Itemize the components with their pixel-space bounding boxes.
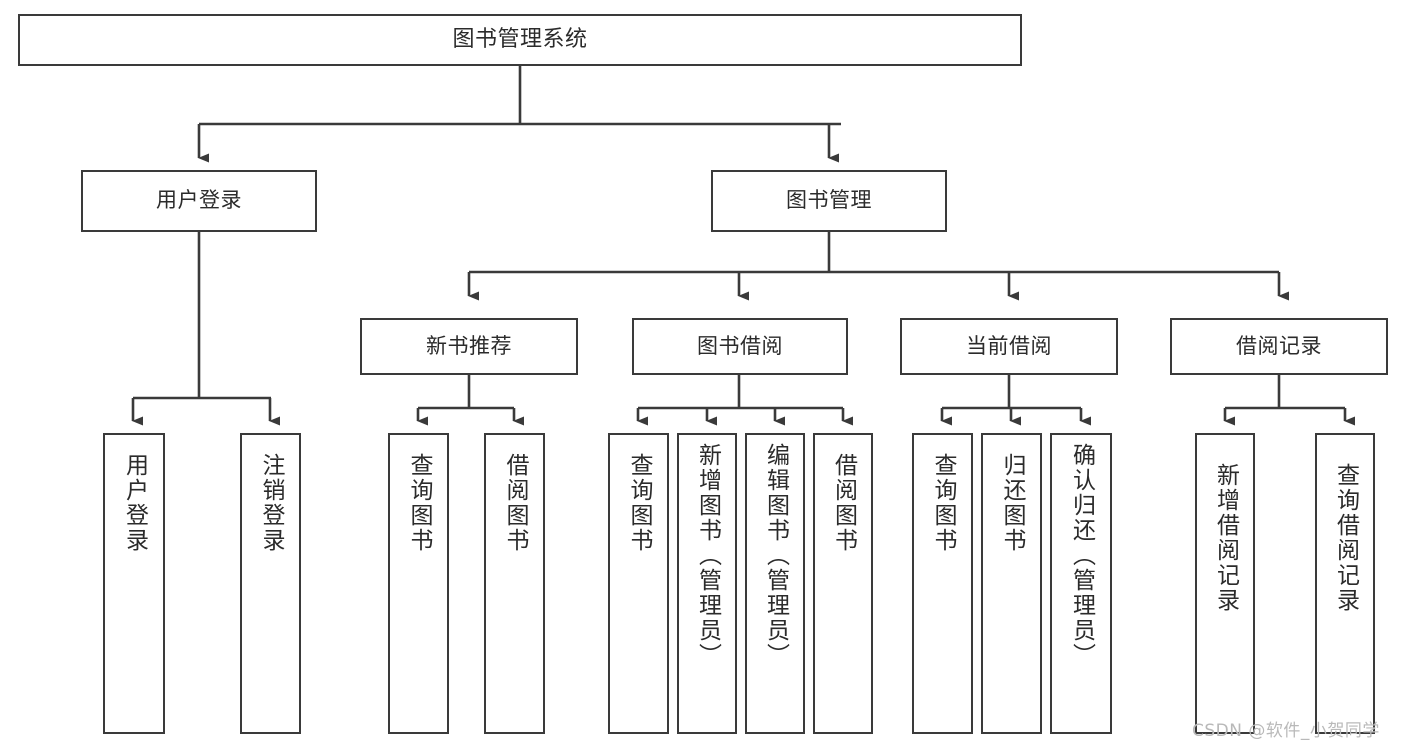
node-label: 注销登录 (258, 453, 284, 553)
node-label: 归还图书 (999, 453, 1025, 553)
leaf-edit-book-admin[interactable]: 编辑图书（管理员） (745, 433, 805, 734)
watermark-text: CSDN @软件_小贺同学 (1192, 721, 1380, 741)
node-label: 用户登录 (121, 453, 148, 553)
node-label: 查询借阅记录 (1332, 463, 1359, 613)
node-label: 借阅图书 (830, 453, 857, 553)
node-label: 借阅记录 (1236, 333, 1322, 358)
node-label: 新书推荐 (426, 333, 512, 358)
node-label: 借阅图书 (502, 453, 528, 553)
leaf-return-book[interactable]: 归还图书 (981, 433, 1042, 734)
leaf-query-borrow-record[interactable]: 查询借阅记录 (1315, 433, 1375, 734)
leaf-query-book-recommend[interactable]: 查询图书 (388, 433, 449, 734)
leaf-query-book-borrow[interactable]: 查询图书 (608, 433, 669, 734)
node-label: 查询图书 (930, 453, 956, 553)
node-label: 新增借阅记录 (1212, 463, 1239, 613)
leaf-add-borrow-record[interactable]: 新增借阅记录 (1195, 433, 1255, 734)
leaf-borrow-book-recommend[interactable]: 借阅图书 (484, 433, 545, 734)
leaf-query-book-current[interactable]: 查询图书 (912, 433, 973, 734)
leaf-confirm-return-admin[interactable]: 确认归还（管理员） (1050, 433, 1112, 734)
leaf-logout-login[interactable]: 注销登录 (240, 433, 301, 734)
node-user-login[interactable]: 用户登录 (81, 170, 317, 232)
leaf-borrow-book[interactable]: 借阅图书 (813, 433, 873, 734)
node-label: 确认归还（管理员） (1068, 443, 1095, 668)
node-label: 新增图书（管理员） (694, 443, 721, 668)
node-current-borrow[interactable]: 当前借阅 (900, 318, 1118, 375)
node-label: 查询图书 (406, 453, 432, 553)
node-label: 查询图书 (626, 453, 652, 553)
leaf-add-book-admin[interactable]: 新增图书（管理员） (677, 433, 737, 734)
node-label: 当前借阅 (966, 333, 1052, 358)
node-label: 图书管理系统 (452, 26, 588, 52)
node-book-management[interactable]: 图书管理 (711, 170, 947, 232)
node-label: 用户登录 (156, 188, 242, 213)
node-root-system[interactable]: 图书管理系统 (18, 14, 1022, 66)
node-label: 图书管理 (786, 188, 872, 213)
node-new-book-recommend[interactable]: 新书推荐 (360, 318, 578, 375)
leaf-user-login[interactable]: 用户登录 (103, 433, 165, 734)
node-label: 编辑图书（管理员） (762, 443, 789, 668)
node-book-borrow[interactable]: 图书借阅 (632, 318, 848, 375)
node-borrow-record[interactable]: 借阅记录 (1170, 318, 1388, 375)
node-label: 图书借阅 (697, 333, 783, 358)
